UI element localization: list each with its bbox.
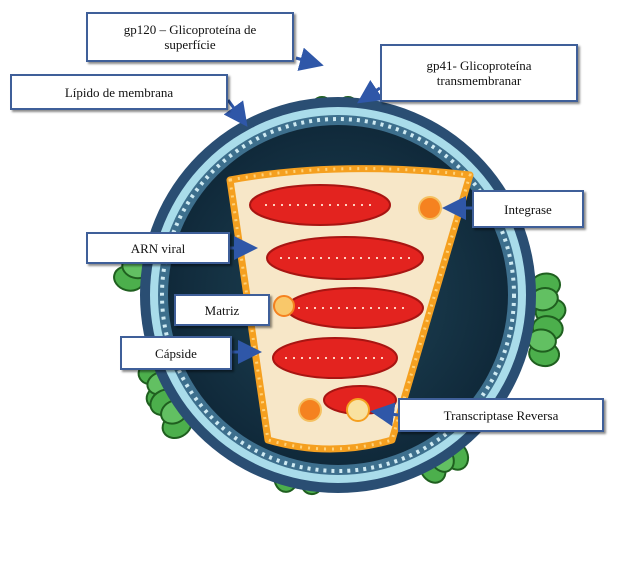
rt-enzyme-a [299,399,321,421]
integrase-enzyme [419,197,441,219]
label-gp120: gp120 – Glicoproteína de superfície [86,12,294,62]
label-matriz-text: Matriz [205,303,240,318]
label-integrase-text: Integrase [504,202,552,217]
label-gp120-line2: superfície [164,37,215,52]
label-transcriptase-reversa: Transcriptase Reversa [398,398,604,432]
matrix-enzyme [274,296,294,316]
label-matriz: Matriz [174,294,270,326]
label-gp41-line1: gp41- Glicoproteína [426,58,531,73]
label-arn-viral: ARN viral [86,232,230,264]
label-capside: Cápside [120,336,232,370]
label-arn-text: ARN viral [131,241,186,256]
label-gp41-line2: transmembranar [437,73,521,88]
label-integrase: Integrase [472,190,584,228]
label-lipido-text: Lípido de membrana [65,85,173,100]
label-transcriptase-text: Transcriptase Reversa [444,408,559,423]
label-lipido-membrana: Lípido de membrana [10,74,228,110]
label-gp41: gp41- Glicoproteína transmembranar [380,44,578,102]
label-gp120-line1: gp120 – Glicoproteína de [124,22,257,37]
label-capside-text: Cápside [155,346,197,361]
rt-enzyme-b [347,399,369,421]
